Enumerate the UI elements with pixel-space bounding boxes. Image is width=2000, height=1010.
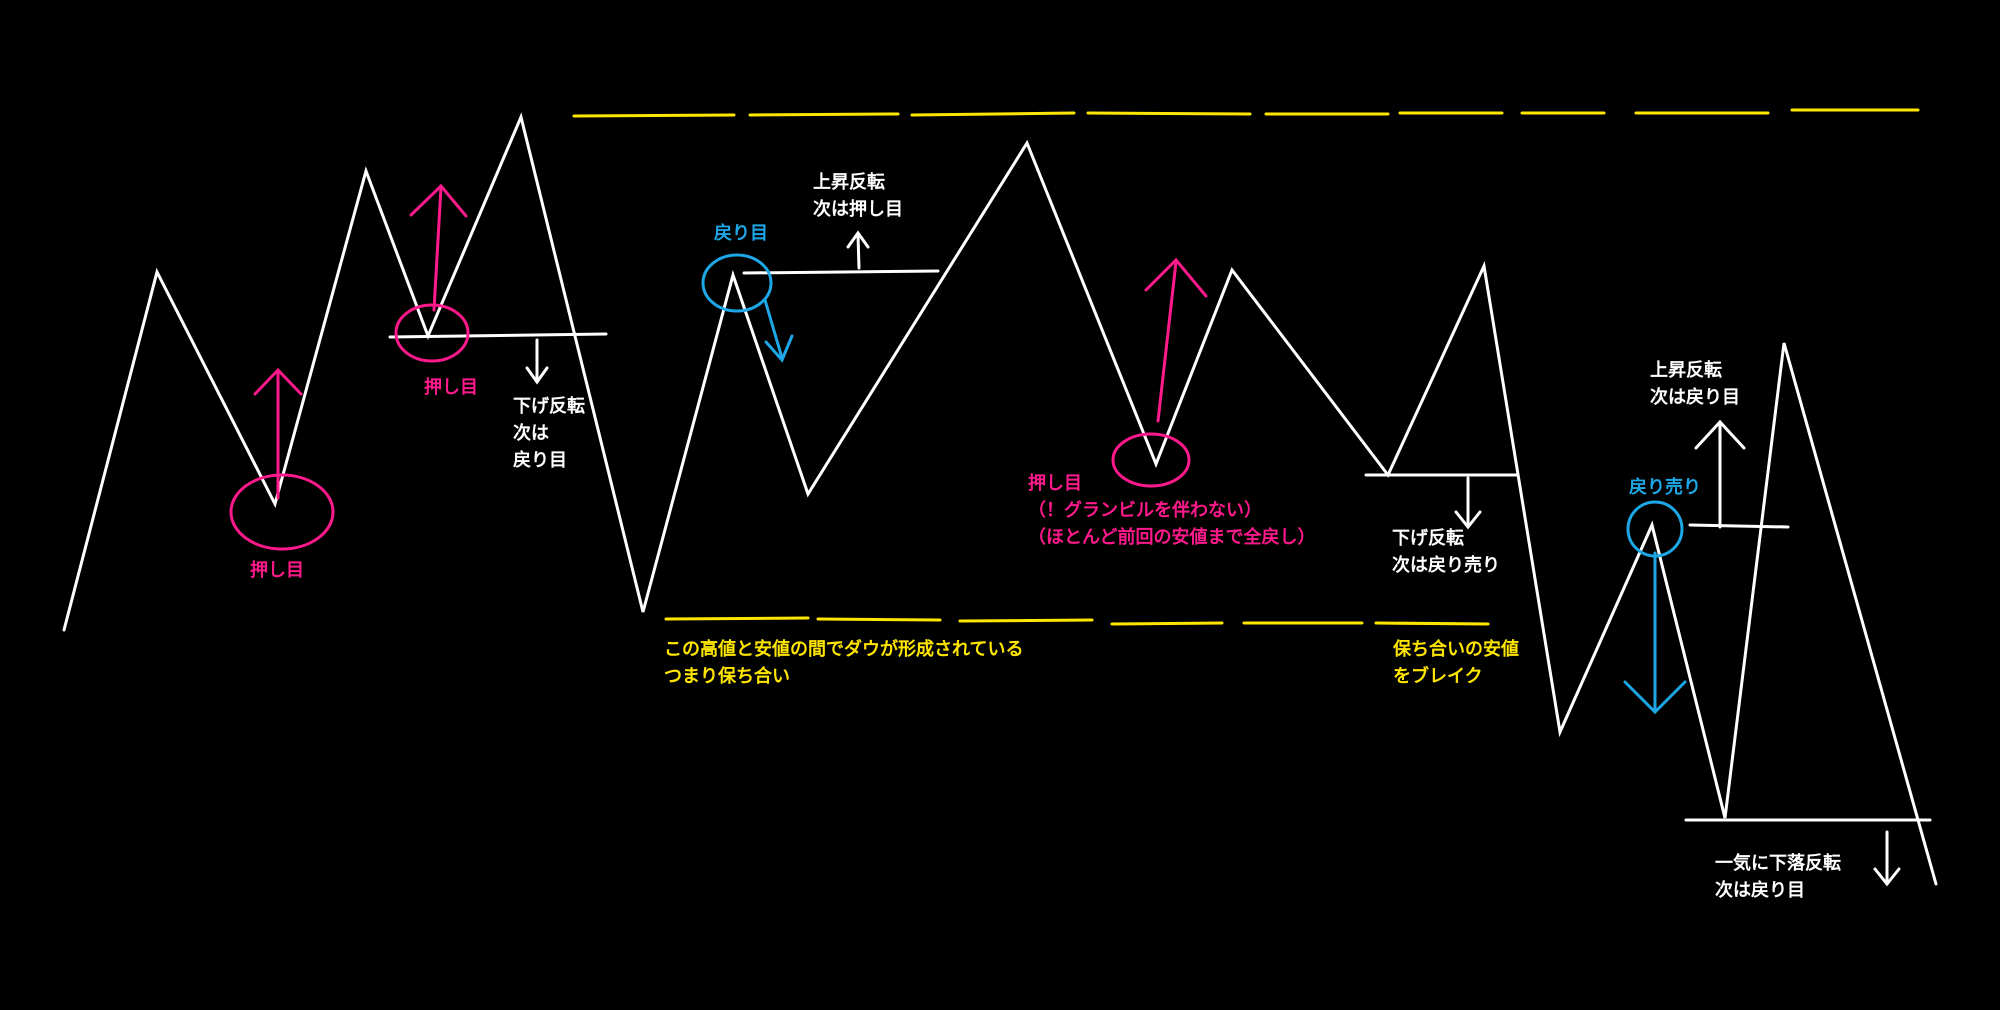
pullback-granville-note: 押し目 （！グランビルを伴わない） （ほとんど前回の安値まで全戻し） — [1028, 473, 1316, 548]
pullback-markers — [229, 183, 1208, 551]
reversal-up-note: 上昇反転 次は押し目 — [813, 172, 903, 220]
down-arrow-icon — [1454, 476, 1482, 530]
down-arrow-icon — [525, 338, 549, 385]
range-note: この高値と安値の間でダウが形成されている つまり保ち合い — [664, 639, 1024, 687]
pullback-circle — [229, 473, 335, 551]
up-arrow-icon — [1694, 419, 1746, 529]
pullback-label: 押し目 — [424, 377, 478, 398]
price-zigzag — [62, 112, 1938, 886]
up-arrow-icon — [1144, 257, 1208, 423]
up-arrow-icon — [846, 230, 870, 270]
retracement-circle — [1626, 500, 1684, 558]
down-arrow-icon — [1873, 830, 1901, 887]
pullback-label: 押し目 — [250, 560, 304, 581]
retracement-markers — [701, 253, 1687, 715]
range-break-note: 保ち合いの安値 をブレイク — [1393, 639, 1519, 687]
retracement-label: 戻り目 — [714, 223, 768, 244]
retracement-sell-label: 戻り売り — [1629, 477, 1701, 498]
down-arrow-icon — [763, 298, 794, 363]
retracement-circle — [701, 253, 773, 313]
up-arrow-icon — [253, 367, 303, 500]
pullback-circle — [1111, 432, 1191, 488]
range-low-line — [664, 616, 1490, 626]
white-arrows — [525, 230, 1901, 887]
reversal-down-note: 下げ反転 次は 戻り目 — [513, 396, 585, 471]
pullback-circle — [394, 303, 470, 363]
up-arrow-icon — [409, 183, 468, 312]
range-high-line — [572, 108, 1920, 118]
white-reference-lines — [388, 269, 1932, 822]
sharp-drop-note: 一気に下落反転 次は戻り目 — [1715, 853, 1841, 901]
down-arrow-icon — [1623, 551, 1687, 715]
reversal-down-sell-note: 下げ反転 次は戻り売り — [1392, 528, 1500, 576]
reversal-up-retrace-note: 上昇反転 次は戻り目 — [1650, 360, 1740, 408]
